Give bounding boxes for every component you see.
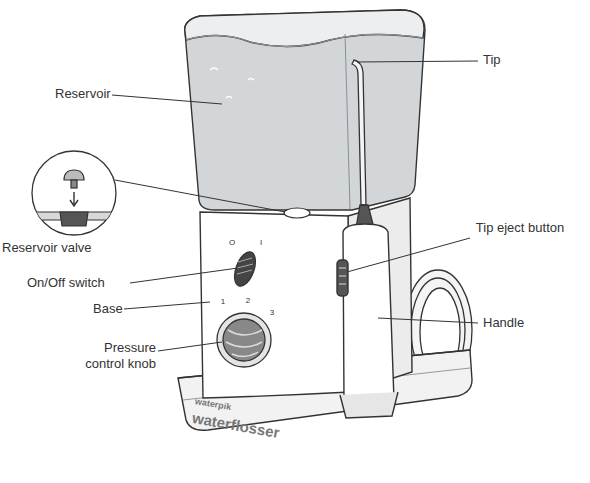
callout-circle <box>32 151 116 235</box>
handle-body <box>343 224 394 414</box>
reservoir <box>185 10 425 210</box>
knob <box>217 313 271 367</box>
switch-ridges <box>237 258 253 274</box>
part-label: Reservoir <box>55 86 135 102</box>
valve <box>284 208 310 218</box>
part-label: Handle <box>483 315 543 331</box>
switch <box>230 249 259 289</box>
leader-lines <box>112 61 478 351</box>
part-label: Base <box>93 301 133 317</box>
leader-line <box>115 180 285 212</box>
switch-lever <box>230 249 259 289</box>
reservoir-corner <box>345 34 350 209</box>
part-label: On/Off switch <box>27 275 137 291</box>
eject-button <box>337 260 348 296</box>
leader-line <box>124 302 210 309</box>
valve-callout <box>30 151 118 235</box>
water-bubble <box>210 68 254 98</box>
callout-arrow <box>70 192 78 206</box>
dial-number: 3 <box>267 308 277 318</box>
leader-line <box>158 342 222 351</box>
callout-valve-cap <box>64 170 84 180</box>
knob-ring <box>217 313 271 367</box>
handle-cradle <box>340 392 398 418</box>
part-label: Pressure control knob <box>66 340 156 372</box>
switch-mark: I <box>256 238 266 248</box>
reservoir-top <box>185 10 424 47</box>
leader-line <box>378 318 478 323</box>
leader-line <box>357 61 478 62</box>
water-surface <box>186 34 423 46</box>
part-label: Tip <box>483 52 523 68</box>
callout-seat <box>60 212 88 226</box>
callout-valve-stem <box>71 180 77 188</box>
part-label: Reservoir valve <box>2 240 112 256</box>
valve-opening <box>284 208 310 218</box>
knob-grip <box>226 330 262 357</box>
tip <box>352 60 374 228</box>
eject-ridges <box>339 268 346 284</box>
part-label: Tip eject button <box>472 220 568 236</box>
dial-number: 2 <box>243 296 253 306</box>
reservoir-body <box>185 10 425 210</box>
switch-mark: O <box>226 238 238 248</box>
tip-tube <box>352 60 366 205</box>
leader-line <box>347 238 470 272</box>
base-front <box>200 212 350 398</box>
handle <box>337 224 398 418</box>
leader-line <box>130 268 238 283</box>
knob-face <box>223 319 265 361</box>
dial-number: 1 <box>218 297 228 307</box>
leader-line <box>112 95 222 104</box>
